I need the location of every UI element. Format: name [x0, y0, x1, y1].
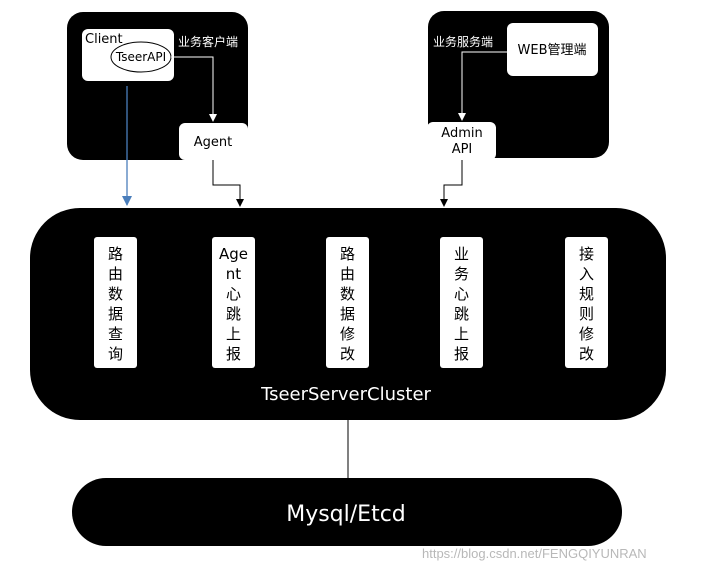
tseer-api-label: TseerAPI — [115, 50, 166, 64]
module-char: 报 — [454, 345, 469, 363]
module-char: 路 — [340, 245, 355, 263]
agent-to-cluster-arrow — [212, 160, 244, 207]
module-box — [326, 237, 369, 368]
module-char: 业 — [454, 245, 469, 263]
module-char: 据 — [340, 305, 355, 323]
admin-api-line1: Admin — [441, 126, 482, 141]
module-char: 改 — [340, 345, 355, 363]
module-char: 由 — [340, 265, 355, 283]
module-char: 规 — [579, 285, 594, 303]
module-char: 入 — [579, 265, 594, 283]
module-char: 路 — [108, 245, 123, 263]
module-char: 由 — [108, 265, 123, 283]
module-char: 查 — [108, 325, 123, 343]
agent-box — [179, 123, 248, 160]
module-box — [94, 237, 137, 368]
module-char: 上 — [226, 325, 241, 343]
module-char: Age — [219, 245, 248, 263]
module-char: 修 — [579, 325, 594, 343]
module-box — [565, 237, 608, 368]
module-char: nt — [226, 265, 242, 283]
agent-label: Agent — [194, 135, 232, 150]
module-char: 跳 — [454, 305, 469, 323]
web-to-admin-arrow — [458, 51, 507, 121]
client-label: Client — [85, 32, 123, 47]
storage-block — [72, 478, 622, 546]
module-char: 上 — [454, 325, 469, 343]
module-char: 跳 — [226, 305, 241, 323]
module-char: 心 — [226, 285, 241, 303]
module-char: 接 — [579, 245, 594, 263]
admin-api-line2: API — [452, 142, 473, 157]
module-box — [212, 237, 255, 368]
service-group-title: 业务服务端 — [433, 34, 493, 49]
api-to-agent-arrow — [171, 56, 217, 122]
module-char: 据 — [108, 305, 123, 323]
module-char: 数 — [340, 285, 355, 303]
admin-api-box — [427, 122, 496, 160]
web-admin-label: WEB管理端 — [518, 43, 587, 58]
module-char: 数 — [108, 285, 123, 303]
watermark: https://blog.csdn.net/FENGQIYUNRAN — [422, 546, 647, 561]
module-char: 修 — [340, 325, 355, 343]
module-char: 改 — [579, 345, 594, 363]
module-char: 务 — [454, 265, 469, 283]
module-char: 心 — [454, 285, 469, 303]
server-cluster-name: TseerServerCluster — [260, 384, 431, 405]
client-group-title: 业务客户端 — [178, 34, 238, 49]
storage-name: Mysql/Etcd — [286, 502, 406, 527]
module-char: 则 — [579, 305, 594, 323]
web-admin-box — [507, 23, 598, 76]
admin-to-cluster-arrow — [440, 160, 463, 207]
module-box — [440, 237, 483, 368]
module-char: 询 — [108, 345, 123, 363]
module-char: 报 — [226, 345, 241, 363]
